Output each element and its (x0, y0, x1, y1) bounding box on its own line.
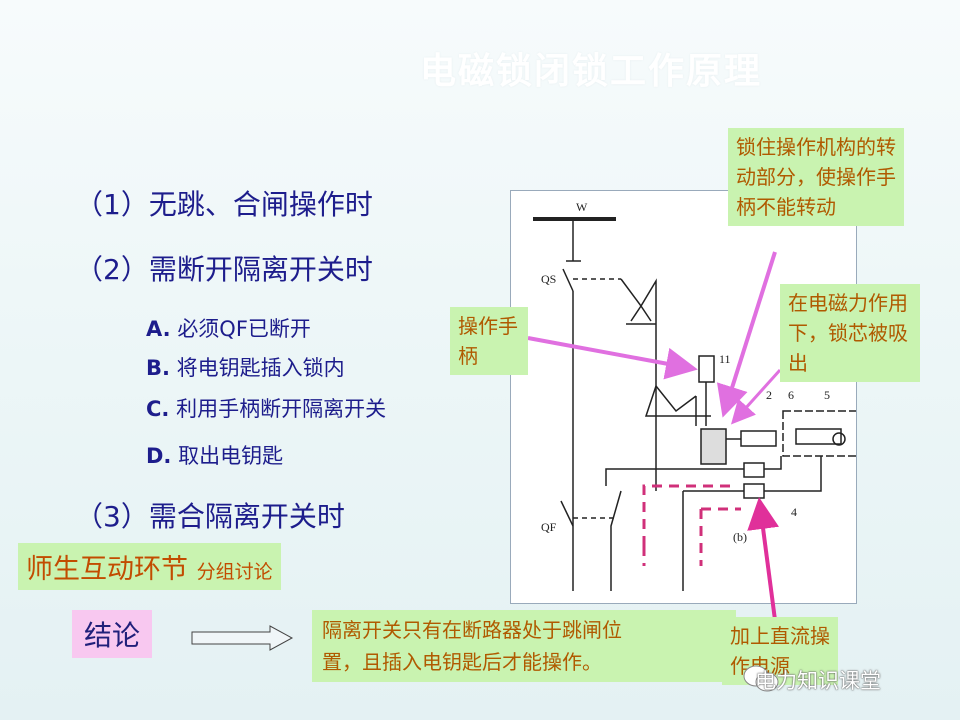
note-dc: 加上直流操作电源 (722, 617, 838, 685)
point-1: （1）无跳、合闸操作时 (75, 188, 373, 221)
wechat-icon (743, 665, 779, 692)
label-5: 5 (824, 388, 830, 402)
step-b: B. 将电钥匙插入锁内 (146, 352, 345, 382)
note-handle: 操作手柄 (450, 307, 528, 375)
step-key: A. (146, 317, 171, 341)
note-lock: 锁住操作机构的转动部分，使操作手柄不能转动 (728, 128, 904, 226)
step-a: A. 必须QF已断开 (146, 313, 311, 343)
conclusion-arrow-icon (191, 625, 294, 651)
interaction-sub: 分组讨论 (196, 561, 273, 583)
watermark: 电力知识课堂 (755, 669, 881, 693)
circuit-diagram: W QS 11 1 2 6 5 QF 3 4 (b) (510, 190, 864, 604)
label-qf: QF (541, 520, 557, 534)
label-qs: QS (541, 272, 556, 286)
label-6: 6 (788, 388, 794, 402)
step-key: C. (146, 397, 170, 421)
step-text: 必须QF已断开 (177, 317, 311, 341)
arrow-dc (747, 497, 779, 621)
slide-title: 电磁锁闭锁工作原理 (420, 51, 763, 92)
arrow-core (730, 368, 782, 425)
arrow-lock (716, 251, 777, 418)
step-key: B. (146, 356, 170, 380)
conclusion-label: 结论 (72, 610, 153, 658)
step-text: 将电钥匙插入锁内 (176, 356, 345, 380)
arrow-handle (527, 336, 698, 380)
step-c: C. 利用手柄断开隔离开关 (146, 393, 386, 423)
label-2: 2 (766, 388, 772, 402)
label-11: 11 (719, 352, 731, 366)
step-text: 利用手柄断开隔离开关 (176, 397, 387, 421)
label-b: (b) (733, 530, 747, 544)
label-w: W (576, 200, 588, 214)
step-text: 取出电钥匙 (178, 444, 284, 468)
conclusion-text: 隔离开关只有在断路器处于跳闸位置，且插入电钥匙后才能操作。 (312, 610, 736, 682)
interaction-box: 师生互动环节 分组讨论 (18, 543, 281, 590)
label-4: 4 (791, 505, 797, 519)
point-3: （3）需合隔离开关时 (75, 500, 345, 533)
step-key: D. (146, 444, 172, 468)
step-d: D. 取出电钥匙 (146, 440, 283, 470)
point-2: （2）需断开隔离开关时 (75, 253, 373, 286)
note-core: 在电磁力作用下，锁芯被吸出 (780, 284, 920, 382)
interaction-title: 师生互动环节 (26, 554, 188, 585)
